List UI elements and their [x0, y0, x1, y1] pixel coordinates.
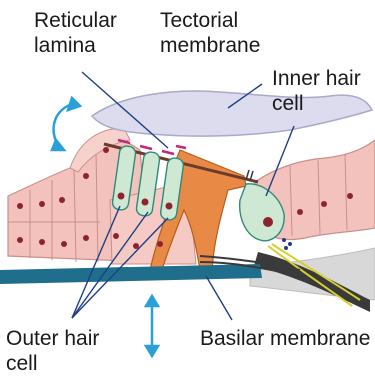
outer-hair-cells	[112, 145, 185, 221]
label-basilar-membrane: Basilar membrane	[200, 326, 370, 351]
basilar-membrane	[0, 264, 262, 284]
label-outer-hair-cell: Outer hair cell	[6, 326, 99, 376]
label-line: membrane	[160, 33, 260, 58]
label-line: cell	[272, 91, 361, 116]
label-line: Tectorial	[160, 8, 260, 33]
label-line: Inner hair	[272, 66, 361, 91]
label-tectorial-membrane: Tectorial membrane	[160, 8, 260, 58]
label-reticular-lamina: Reticular lamina	[34, 8, 117, 58]
label-line: Outer hair	[6, 326, 99, 351]
label-inner-hair-cell: Inner hair cell	[272, 66, 361, 116]
label-line: Reticular	[34, 8, 117, 33]
label-line: cell	[6, 351, 99, 376]
label-line: Basilar membrane	[200, 326, 370, 351]
inner-hair-cell-nucleus	[263, 217, 273, 227]
label-line: lamina	[34, 33, 117, 58]
